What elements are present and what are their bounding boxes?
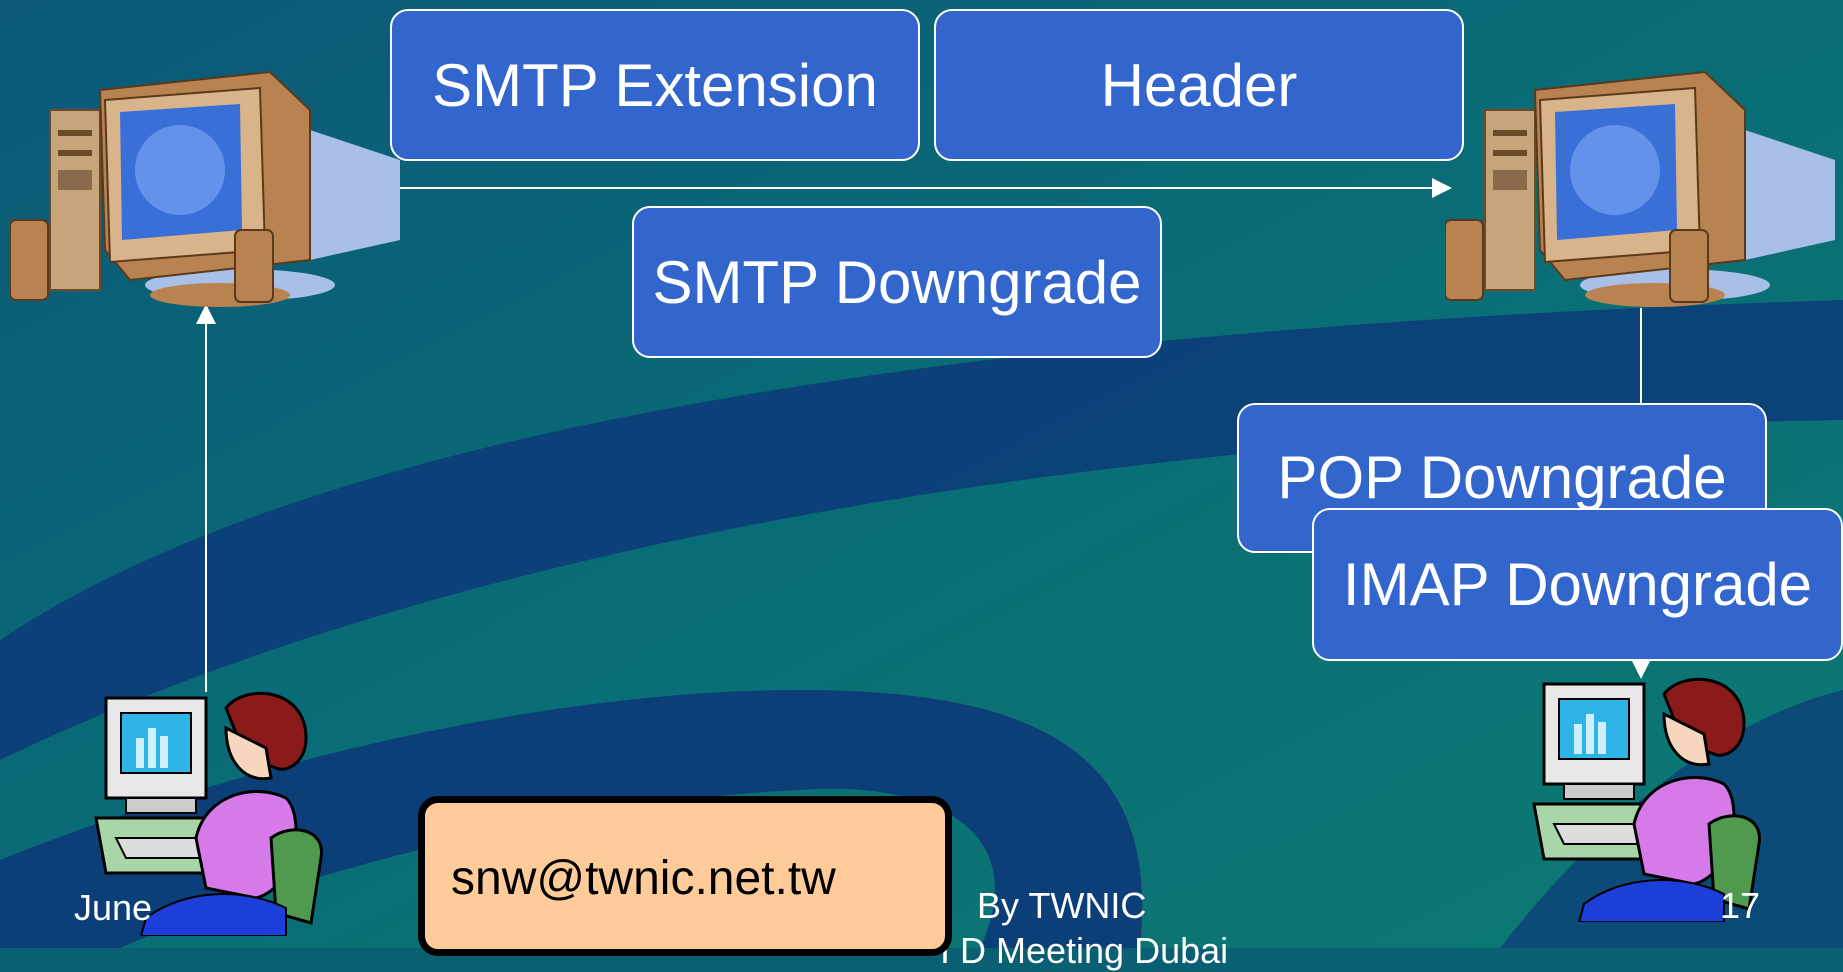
smtp-downgrade-box: SMTP Downgrade	[632, 206, 1162, 358]
email-address: snw@twnic.net.tw	[451, 852, 836, 905]
footer-meeting: I D Meeting Dubai	[940, 930, 1229, 971]
person-at-computer-icon	[94, 691, 323, 936]
smtp-extension-box: SMTP Extension	[390, 9, 920, 161]
footer-author: By TWNIC	[977, 885, 1147, 926]
computer-icon	[10, 70, 400, 307]
header-box: Header	[934, 9, 1464, 161]
person-at-computer-icon	[1532, 677, 1761, 922]
email-address-box: snw@twnic.net.tw	[418, 796, 952, 956]
page-number: 17	[1720, 885, 1761, 926]
computer-icon	[1445, 70, 1835, 307]
footer-date: June	[74, 887, 153, 928]
imap-downgrade-box: IMAP Downgrade	[1312, 508, 1843, 661]
